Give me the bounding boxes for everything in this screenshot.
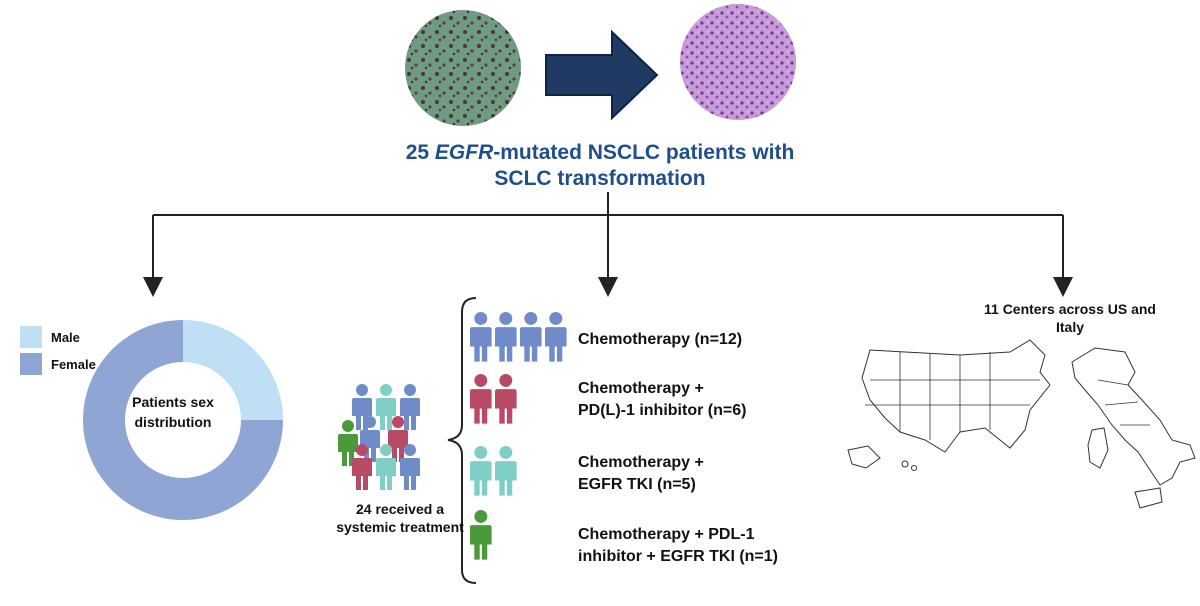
crowd-person-icon xyxy=(338,420,358,466)
patient-crowd-icon xyxy=(338,384,420,490)
donut-center-label: Patients sex distribution xyxy=(132,394,214,430)
crowd-person-icon xyxy=(400,444,420,490)
treatment-label-2: Chemotherapy + PD(L)-1 inhibitor (n=6) xyxy=(578,380,747,419)
legend-male: Male xyxy=(20,326,80,348)
person-icon xyxy=(470,510,492,560)
crowd-person-icon xyxy=(388,416,408,462)
treatment-label-1: Chemotherapy (n=12) xyxy=(578,331,743,348)
italy-map-icon xyxy=(1071,347,1196,509)
crowd-person-icon xyxy=(400,384,420,430)
crowd-person-icon xyxy=(352,444,372,490)
ihc-histology-image xyxy=(405,10,521,126)
person-icon xyxy=(495,312,517,362)
legend-male-swatch xyxy=(20,326,42,348)
legend-female: Female xyxy=(20,353,96,375)
treatment-label-4: Chemotherapy + PDL-1 inhibitor + EGFR TK… xyxy=(578,526,778,565)
title-gene: EGFR xyxy=(434,141,494,164)
transformation-arrow-icon xyxy=(545,29,659,121)
person-icon xyxy=(520,312,542,362)
us-map-icon xyxy=(847,339,1051,471)
title-line2: SCLC transformation xyxy=(494,167,706,190)
main-title: 25 EGFR-mutated NSCLC patients with SCLC… xyxy=(330,140,870,192)
person-icon xyxy=(495,446,517,496)
donut-slice-male xyxy=(183,320,283,420)
treatment-label-3: Chemotherapy + EGFR TKI (n=5) xyxy=(578,454,704,493)
centers-label: 11 Centers across US and Italy xyxy=(984,301,1156,335)
person-icon xyxy=(545,312,567,362)
crowd-person-icon xyxy=(376,444,396,490)
person-icon xyxy=(470,312,492,362)
crowd-person-icon xyxy=(376,384,396,430)
person-icon xyxy=(470,374,492,424)
donut-slice-female xyxy=(83,320,283,520)
connector-lines xyxy=(143,192,1073,297)
sex-distribution-donut xyxy=(83,320,283,520)
legend-female-swatch xyxy=(20,353,42,375)
treatment-brace xyxy=(447,297,477,584)
person-icon xyxy=(495,374,517,424)
treatment-person-icons xyxy=(470,312,567,560)
systemic-treatment-caption: 24 received a systemic treatment xyxy=(336,501,464,535)
person-icon xyxy=(470,446,492,496)
he-histology-image xyxy=(680,4,796,120)
